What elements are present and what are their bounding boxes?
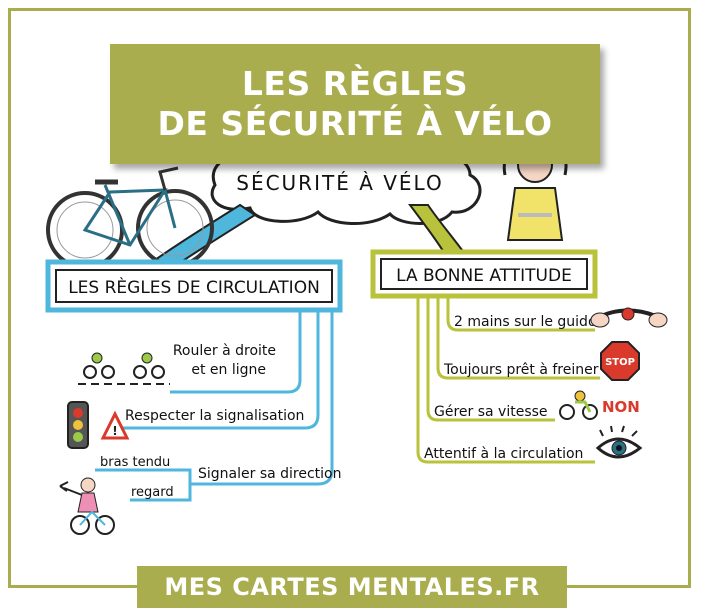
left-branch: LES RÈGLES DE CIRCULATION Rouler à droit… (45, 259, 343, 535)
eye-icon (595, 425, 643, 459)
stop-sign-label: STOP (605, 357, 635, 368)
cyclists-in-line-icon (78, 352, 170, 385)
right-item-3: Gérer sa vitesse (434, 404, 548, 420)
right-branch: LA BONNE ATTITUDE 2 mains sur le guidon … (370, 249, 668, 464)
title-banner: LES RÈGLES DE SÉCURITÉ À VÉLO (110, 44, 600, 164)
right-item-1: 2 mains sur le guidon (454, 314, 605, 330)
left-item-1-line2: et en ligne (191, 362, 266, 378)
svg-text:!: ! (112, 424, 117, 438)
left-item-1-line1: Rouler à droite (173, 343, 276, 359)
non-label: NON (602, 398, 640, 416)
left-branch-heading: LES RÈGLES DE CIRCULATION (68, 276, 320, 298)
footer-banner: MES CARTES MENTALES.FR (137, 566, 567, 608)
left-item-3-label: Signaler sa direction (198, 466, 342, 482)
right-item-4: Attentif à la circulation (424, 446, 583, 462)
kid-signaling-icon (59, 477, 115, 535)
right-item-2: Toujours prêt à freiner (443, 362, 599, 378)
speeding-cyclist-icon: NON (559, 390, 640, 420)
traffic-light-icon (67, 401, 89, 449)
handlebar-icon (590, 307, 668, 328)
left-item-3-sub2: regard (131, 485, 174, 500)
title-line-2: DE SÉCURITÉ À VÉLO (157, 104, 553, 143)
center-bubble-text: SÉCURITÉ À VÉLO (236, 171, 443, 195)
footer-text: MES CARTES MENTALES.FR (164, 573, 540, 601)
title-line-1: LES RÈGLES (241, 64, 469, 103)
left-item-3-sub1: bras tendu (100, 455, 170, 470)
stop-sign-icon: STOP (600, 341, 640, 381)
warning-sign-icon: ! (100, 410, 130, 440)
left-item-2-label: Respecter la signalisation (125, 408, 304, 424)
right-branch-heading: LA BONNE ATTITUDE (396, 266, 572, 286)
